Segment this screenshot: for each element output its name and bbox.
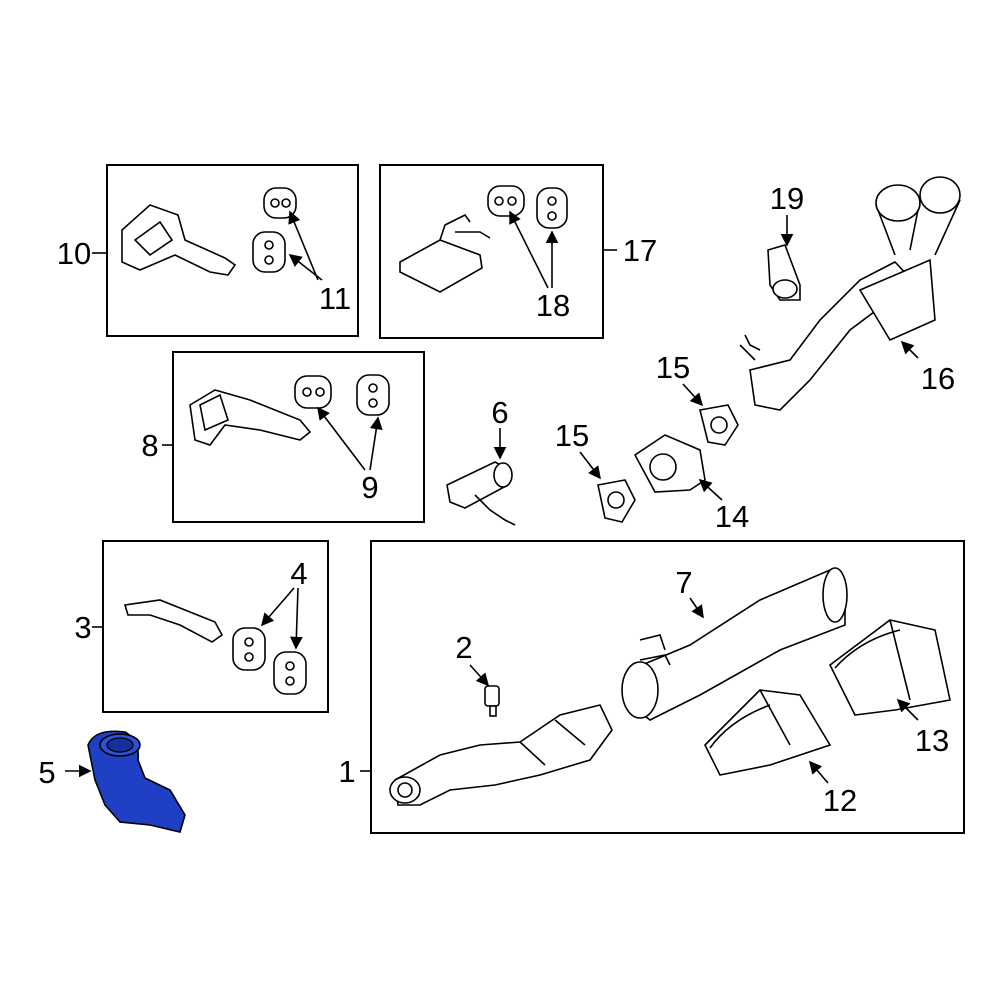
callout-12: 12 (823, 783, 857, 818)
bracket-part-10[interactable] (121, 204, 237, 276)
callout-16: 16 (921, 361, 955, 396)
group-box-17-18 (379, 164, 604, 339)
callout-18: 18 (536, 288, 570, 323)
callout-4: 4 (290, 556, 307, 591)
callout-7: 7 (675, 565, 692, 600)
bracket-part-8[interactable] (189, 389, 312, 446)
heat-shield-part-12[interactable] (704, 689, 832, 776)
callout-13: 13 (915, 723, 949, 758)
insulator-part-4[interactable] (232, 627, 307, 695)
bracket-part-19[interactable] (767, 244, 801, 301)
bracket-part-3[interactable] (123, 599, 224, 643)
callout-2: 2 (455, 630, 472, 665)
insulator-part-18[interactable] (487, 185, 568, 229)
heat-shield-part-13[interactable] (828, 619, 951, 716)
callout-17: 17 (623, 233, 657, 268)
callout-15: 15 (656, 350, 690, 385)
hanger-part-6[interactable] (446, 461, 516, 526)
callout-6: 6 (491, 395, 508, 430)
flange-part-14[interactable] (633, 434, 706, 493)
callout-5: 5 (38, 755, 55, 790)
group-box-10-11 (106, 164, 359, 337)
callout-11: 11 (319, 281, 351, 316)
converter-pipe-part-1[interactable] (389, 704, 613, 806)
exhaust-pipe-part-5[interactable] (87, 730, 186, 833)
gasket-part-15-b[interactable] (699, 404, 739, 446)
group-box-1 (370, 540, 965, 834)
muffler-part-7[interactable] (621, 567, 848, 721)
callout-14: 14 (715, 499, 749, 534)
insulator-part-9[interactable] (294, 374, 390, 416)
callout-8: 8 (141, 428, 158, 463)
tailpipe-part-16[interactable] (739, 176, 961, 411)
gasket-part-15-a[interactable] (597, 479, 636, 523)
callout-3: 3 (74, 610, 91, 645)
bracket-part-17[interactable] (399, 213, 491, 293)
callout-1: 1 (338, 754, 355, 789)
insulator-part-11[interactable] (252, 187, 297, 273)
callout-19: 19 (770, 181, 804, 216)
callout-10: 10 (57, 236, 91, 271)
sensor-part-2[interactable] (484, 685, 500, 717)
callout-9: 9 (361, 470, 378, 505)
group-box-8-9 (172, 351, 425, 523)
callout-15: 15 (555, 418, 589, 453)
